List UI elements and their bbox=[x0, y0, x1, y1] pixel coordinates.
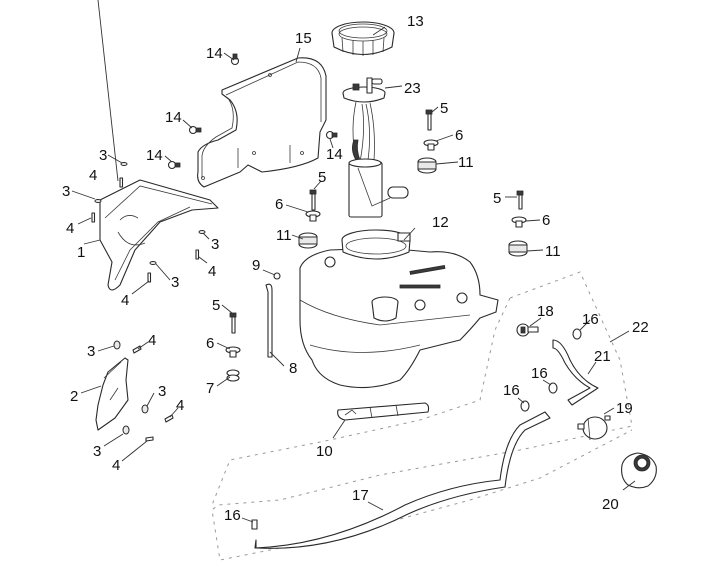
part-1-splash-guard[interactable] bbox=[99, 179, 219, 291]
callout-3-f: 3 bbox=[158, 383, 166, 400]
callout-4-c: 4 bbox=[208, 263, 216, 280]
callout-4-b: 4 bbox=[66, 220, 74, 237]
callout-12: 12 bbox=[432, 214, 449, 231]
part-20-fuel-cap[interactable] bbox=[621, 452, 657, 489]
part-3-washer-e[interactable] bbox=[113, 340, 121, 350]
part-14-screw-c[interactable] bbox=[167, 160, 181, 170]
callout-2: 2 bbox=[70, 388, 78, 405]
callout-4-e: 4 bbox=[148, 332, 156, 349]
callout-6-b: 6 bbox=[275, 196, 283, 213]
callout-1: 1 bbox=[77, 244, 85, 261]
part-3-rivet-b[interactable] bbox=[94, 199, 102, 203]
part-5-bolt-a[interactable] bbox=[425, 109, 433, 131]
part-16-clamp-b[interactable] bbox=[548, 382, 558, 394]
part-12-fuel-tank[interactable] bbox=[299, 229, 499, 389]
callout-4-g: 4 bbox=[112, 457, 120, 474]
callout-6-a: 6 bbox=[455, 127, 463, 144]
part-11-grommet-b[interactable] bbox=[298, 232, 318, 249]
part-3-washer-f[interactable] bbox=[141, 404, 149, 414]
part-8-vent-tube[interactable] bbox=[265, 283, 273, 358]
callout-14-b: 14 bbox=[165, 109, 182, 126]
callout-4-d: 4 bbox=[121, 292, 129, 309]
part-21-short-hose[interactable] bbox=[552, 339, 599, 406]
part-4-pin-f[interactable] bbox=[164, 414, 174, 423]
callout-5-c: 5 bbox=[493, 190, 501, 207]
part-7-grommet[interactable] bbox=[226, 369, 240, 382]
callout-4-a: 4 bbox=[89, 167, 97, 184]
part-3-washer-g[interactable] bbox=[122, 425, 130, 435]
part-6-bushing-b[interactable] bbox=[305, 210, 321, 222]
callout-3-a: 3 bbox=[99, 147, 107, 164]
callout-18: 18 bbox=[537, 303, 554, 320]
part-5-bolt-c[interactable] bbox=[516, 190, 524, 210]
part-4-pin-c[interactable] bbox=[195, 249, 200, 260]
callout-16-b: 16 bbox=[531, 365, 548, 382]
callout-9: 9 bbox=[252, 257, 260, 274]
callout-15: 15 bbox=[295, 30, 312, 47]
callout-14-c: 14 bbox=[146, 147, 163, 164]
callout-13: 13 bbox=[407, 13, 424, 30]
part-4-pin-e[interactable] bbox=[132, 345, 142, 354]
callout-11-b: 11 bbox=[276, 227, 292, 244]
part-16-clamp-d[interactable] bbox=[251, 519, 258, 530]
callout-3-g: 3 bbox=[93, 443, 101, 460]
leader-lines bbox=[71, 0, 636, 523]
callout-6-c: 6 bbox=[542, 212, 550, 229]
part-4-pin-g[interactable] bbox=[145, 436, 154, 442]
part-5-bolt-d[interactable] bbox=[229, 312, 237, 334]
part-4-pin-b[interactable] bbox=[91, 212, 96, 223]
callout-5-a: 5 bbox=[440, 100, 448, 117]
callout-3-b: 3 bbox=[62, 183, 70, 200]
part-18-valve-connector[interactable] bbox=[516, 323, 539, 337]
callout-14-a: 14 bbox=[206, 45, 223, 62]
part-14-screw-d[interactable] bbox=[325, 130, 338, 140]
callout-5-b: 5 bbox=[318, 169, 326, 186]
callout-17: 17 bbox=[352, 487, 369, 504]
part-5-bolt-b[interactable] bbox=[309, 189, 317, 211]
part-17-fuel-line[interactable] bbox=[254, 411, 551, 549]
part-15-heat-shield[interactable] bbox=[197, 57, 327, 188]
callout-19: 19 bbox=[616, 400, 633, 417]
part-3-rivet-a[interactable] bbox=[120, 162, 128, 166]
callout-7: 7 bbox=[206, 380, 214, 397]
callout-3-c: 3 bbox=[211, 236, 219, 253]
callout-20: 20 bbox=[602, 496, 619, 513]
callout-16-c: 16 bbox=[503, 382, 520, 399]
part-14-screw-b[interactable] bbox=[188, 125, 202, 135]
part-3-rivet-c[interactable] bbox=[198, 230, 206, 234]
callout-16-d: 16 bbox=[224, 507, 241, 524]
callout-8: 8 bbox=[289, 360, 297, 377]
callouts: 13 15 14 23 14 5 6 14 14 11 3 4 5 3 5 6 … bbox=[62, 13, 649, 524]
callout-22: 22 bbox=[632, 319, 649, 336]
callout-23: 23 bbox=[404, 80, 421, 97]
part-16-clamp-c[interactable] bbox=[520, 400, 530, 412]
callout-11-a: 11 bbox=[458, 154, 474, 171]
part-11-grommet-c[interactable] bbox=[508, 240, 528, 257]
part-4-pin-d[interactable] bbox=[147, 272, 152, 283]
callout-14-d: 14 bbox=[326, 146, 343, 163]
hose-kit-group-inner-outline bbox=[211, 297, 511, 506]
part-13-lock-ring[interactable] bbox=[331, 21, 395, 56]
callout-3-e: 3 bbox=[87, 343, 95, 360]
part-16-clamp-a[interactable] bbox=[572, 328, 582, 340]
part-19-fuel-filter[interactable] bbox=[577, 415, 611, 441]
part-10-tank-pad[interactable] bbox=[337, 402, 430, 421]
part-4-pin-a[interactable] bbox=[119, 177, 124, 188]
part-6-bushing-a[interactable] bbox=[423, 139, 439, 151]
callout-16-a: 16 bbox=[582, 311, 599, 328]
callout-3-d: 3 bbox=[171, 274, 179, 291]
callout-10: 10 bbox=[316, 443, 333, 460]
part-9-clip[interactable] bbox=[273, 272, 281, 280]
part-23-fuel-pump-module[interactable] bbox=[342, 77, 409, 218]
callout-5-d: 5 bbox=[212, 297, 220, 314]
callout-11-c: 11 bbox=[545, 243, 561, 260]
part-2-bracket-plate[interactable] bbox=[95, 357, 129, 431]
callout-6-d: 6 bbox=[206, 335, 214, 352]
part-11-grommet-a[interactable] bbox=[417, 157, 437, 174]
callout-21: 21 bbox=[594, 348, 611, 365]
part-3-rivet-d[interactable] bbox=[149, 261, 157, 265]
callout-4-f: 4 bbox=[176, 397, 184, 414]
part-6-bushing-c[interactable] bbox=[511, 216, 527, 228]
